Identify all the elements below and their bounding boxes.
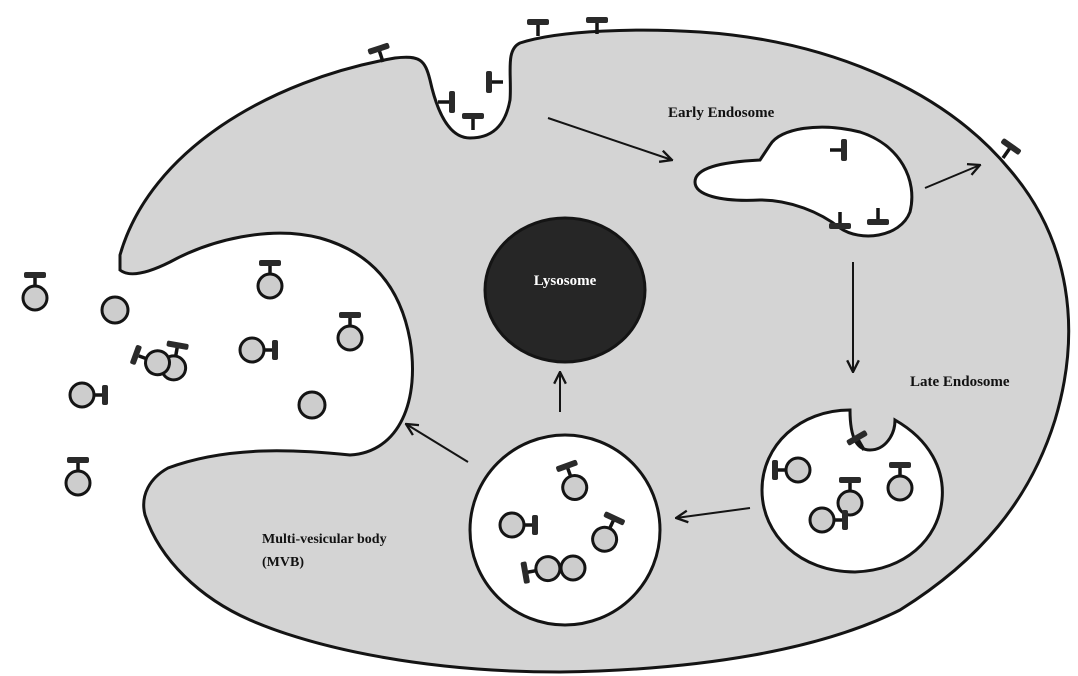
pit-receptor [486,71,503,93]
label-mvb-line1: Multi-vesicular body [262,532,387,547]
pit-receptor [462,113,484,130]
exosome [23,272,47,310]
label-early-endosome: Early Endosome [668,105,775,121]
pocket-vesicle [240,338,278,362]
pocket-vesicle [258,260,282,298]
exosome [102,297,128,323]
label-mvb-line2: (MVB) [262,555,304,570]
mvb-vesicle [500,513,538,537]
label-late-endosome: Late Endosome [910,374,1010,390]
pocket-vesicle [338,312,362,350]
late-endosome-vesicle [838,477,862,515]
exosome [129,343,173,379]
late-endosome-vesicle [888,462,912,500]
exosome [66,457,90,495]
pocket-vesicle [299,392,325,418]
late-endosome-vesicle [810,508,848,532]
exosome [70,383,108,407]
label-lysosome: Lysosome [534,273,597,289]
lysosome [485,218,645,362]
late-endosome-vesicle [772,458,810,482]
surface-receptor [527,19,549,36]
